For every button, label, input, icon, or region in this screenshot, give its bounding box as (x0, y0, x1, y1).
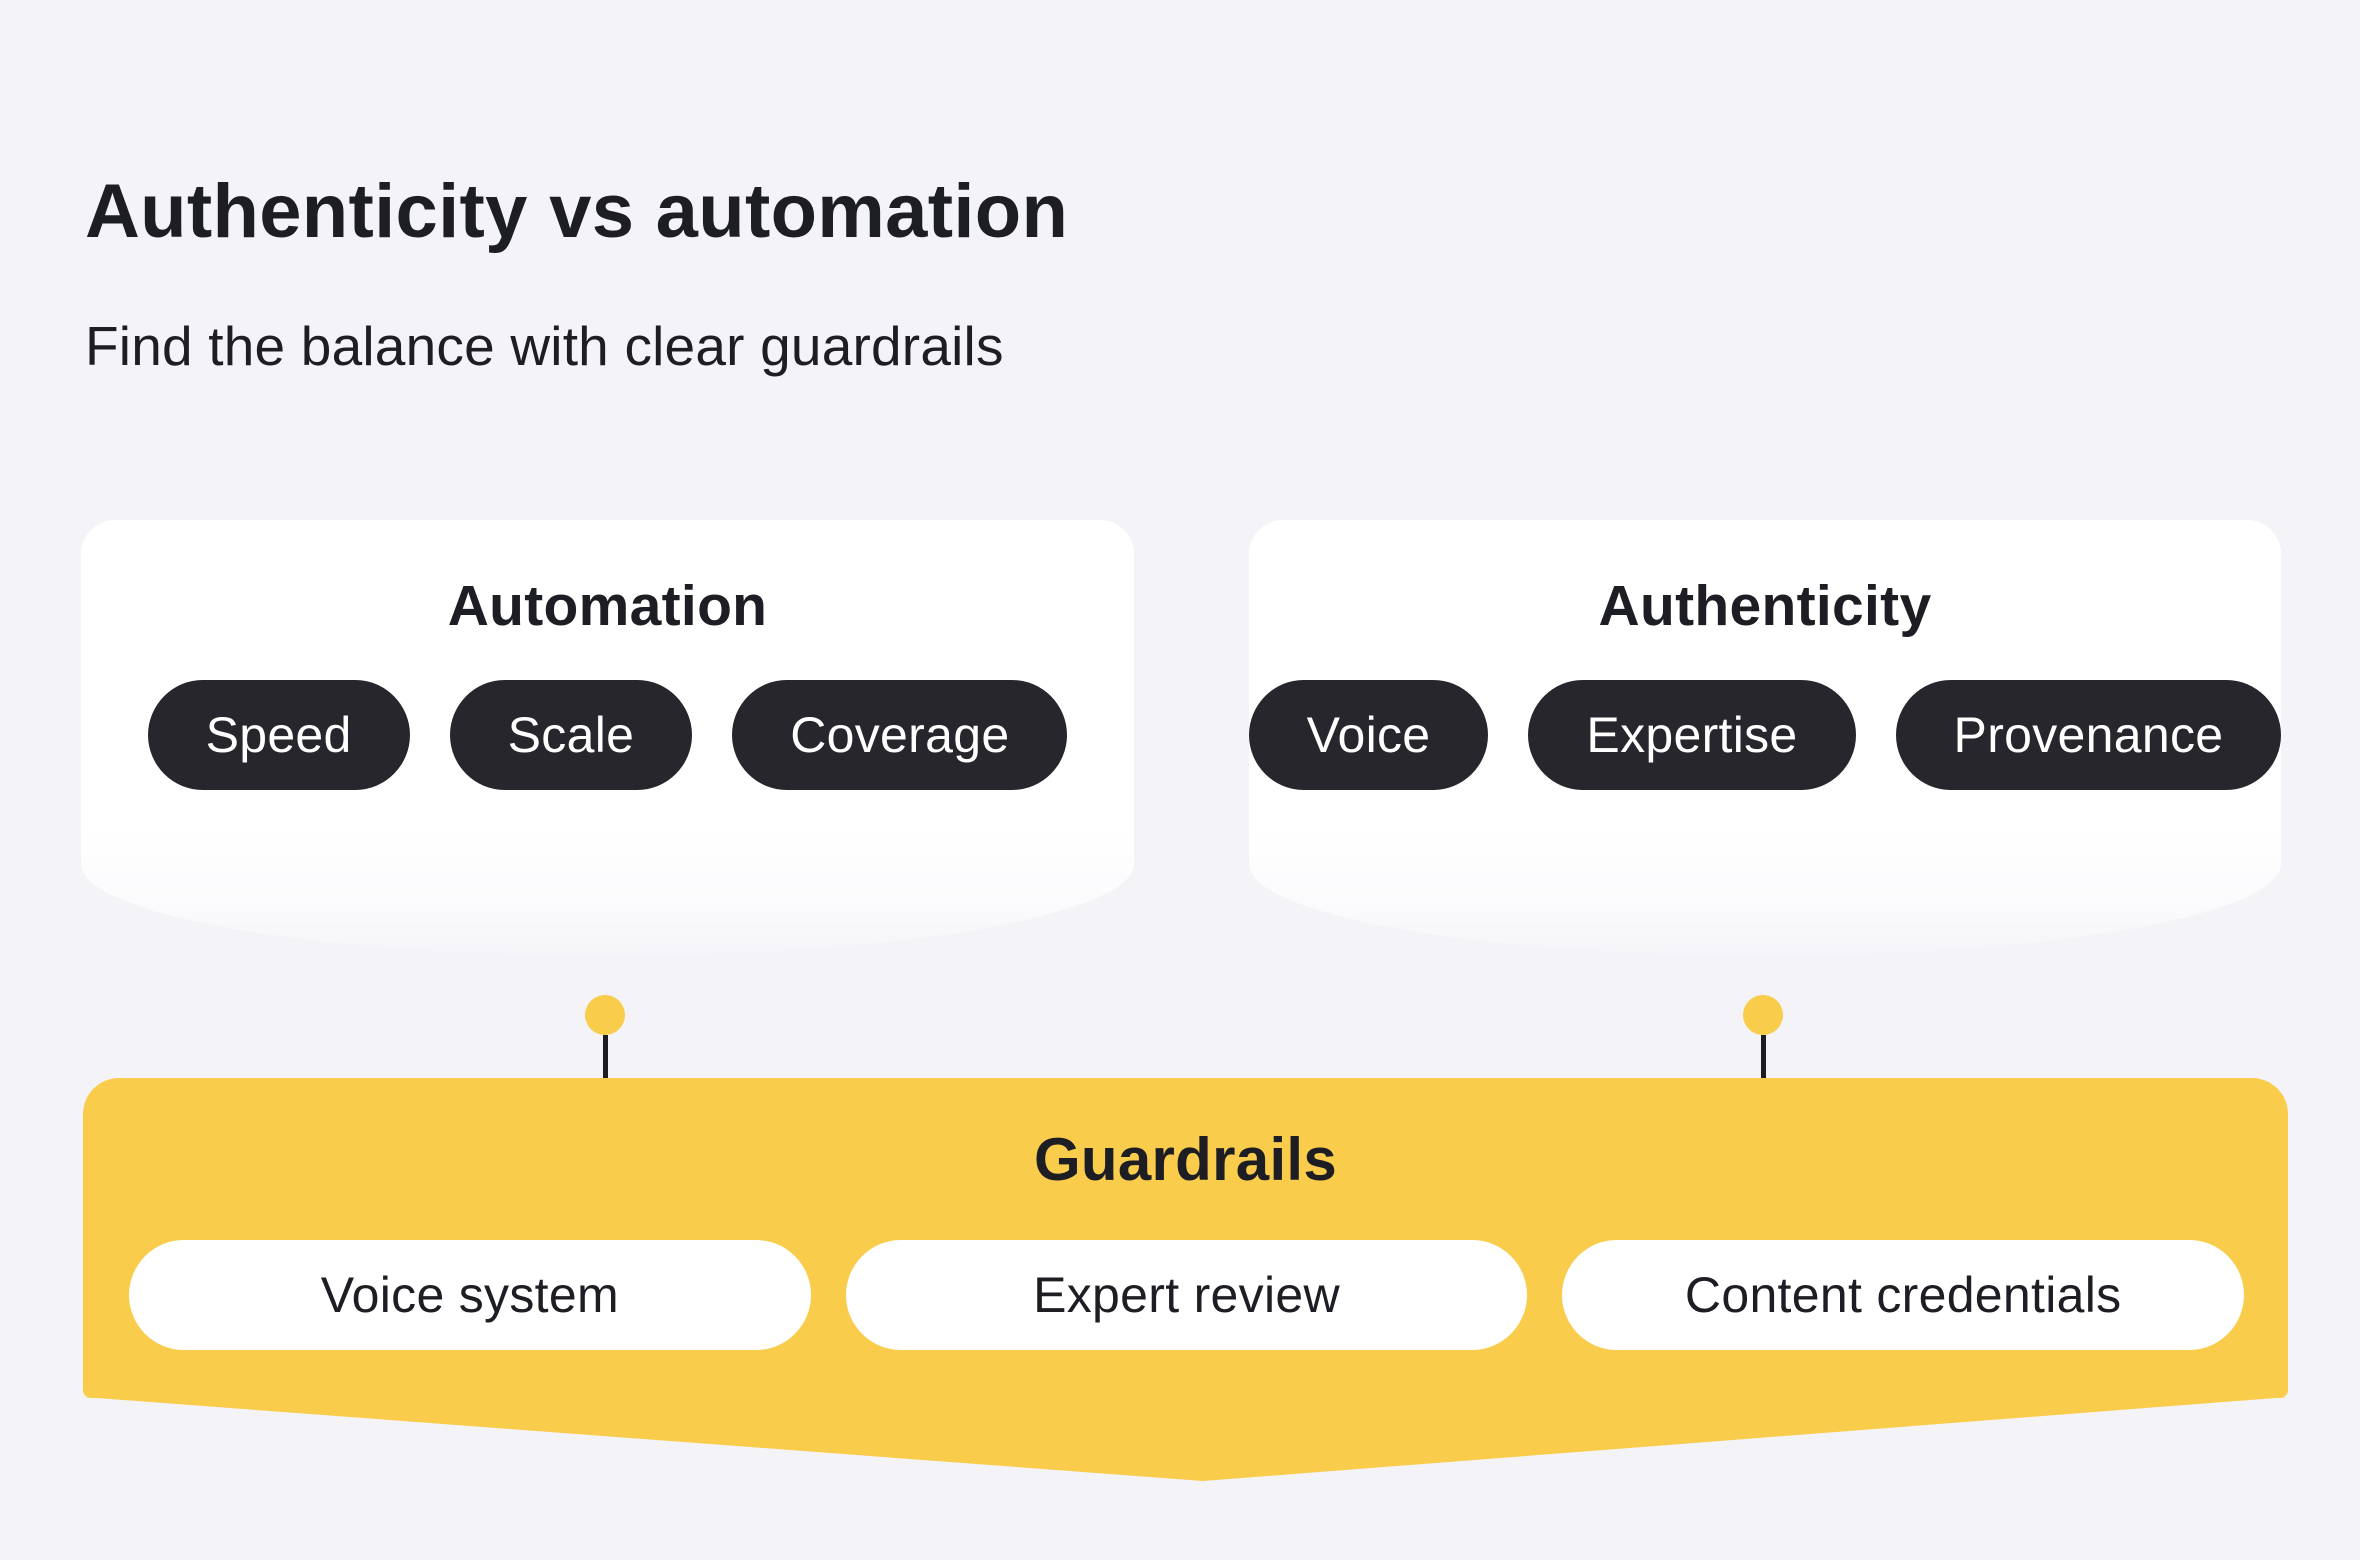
tag-pill-provenance: Provenance (1895, 680, 2282, 791)
tag-pill-speed: Speed (147, 680, 410, 791)
tag-pill-voice: Voice (1248, 680, 1489, 791)
guardrails-title: Guardrails (1033, 1126, 1338, 1193)
guardrails-panel: Guardrails Voice system Expert review Co… (83, 1078, 2288, 1481)
tag-pill-scale: Scale (449, 680, 693, 791)
automation-card-title: Automation (447, 574, 768, 638)
guardrails-row: Voice system Expert review Content crede… (129, 1240, 2245, 1350)
guardrails-chevron (83, 1397, 2288, 1481)
guardrail-pill-voice-system: Voice system (129, 1240, 811, 1350)
connector-line-left (603, 1035, 608, 1081)
authenticity-tag-row: Voice Expertise Provenance (1248, 680, 2282, 791)
automation-tag-row: Speed Scale Coverage (81, 680, 1134, 791)
authenticity-card-title: Authenticity (1598, 574, 1932, 638)
connector-line-right (1761, 1035, 1766, 1081)
connector-dot-right (1743, 995, 1783, 1035)
guardrail-pill-expert-review: Expert review (845, 1240, 1528, 1350)
authenticity-card: Authenticity Voice Expertise Provenance (1248, 520, 2282, 956)
tag-pill-expertise: Expertise (1528, 680, 1856, 791)
page-subtitle: Find the balance with clear guardrails (85, 315, 1004, 377)
guardrail-pill-content-credentials: Content credentials (1562, 1240, 2245, 1350)
connector-dot-left (585, 995, 625, 1035)
page-title: Authenticity vs automation (85, 169, 1069, 254)
automation-card: Automation Speed Scale Coverage (81, 520, 1134, 956)
tag-pill-coverage: Coverage (732, 680, 1068, 791)
